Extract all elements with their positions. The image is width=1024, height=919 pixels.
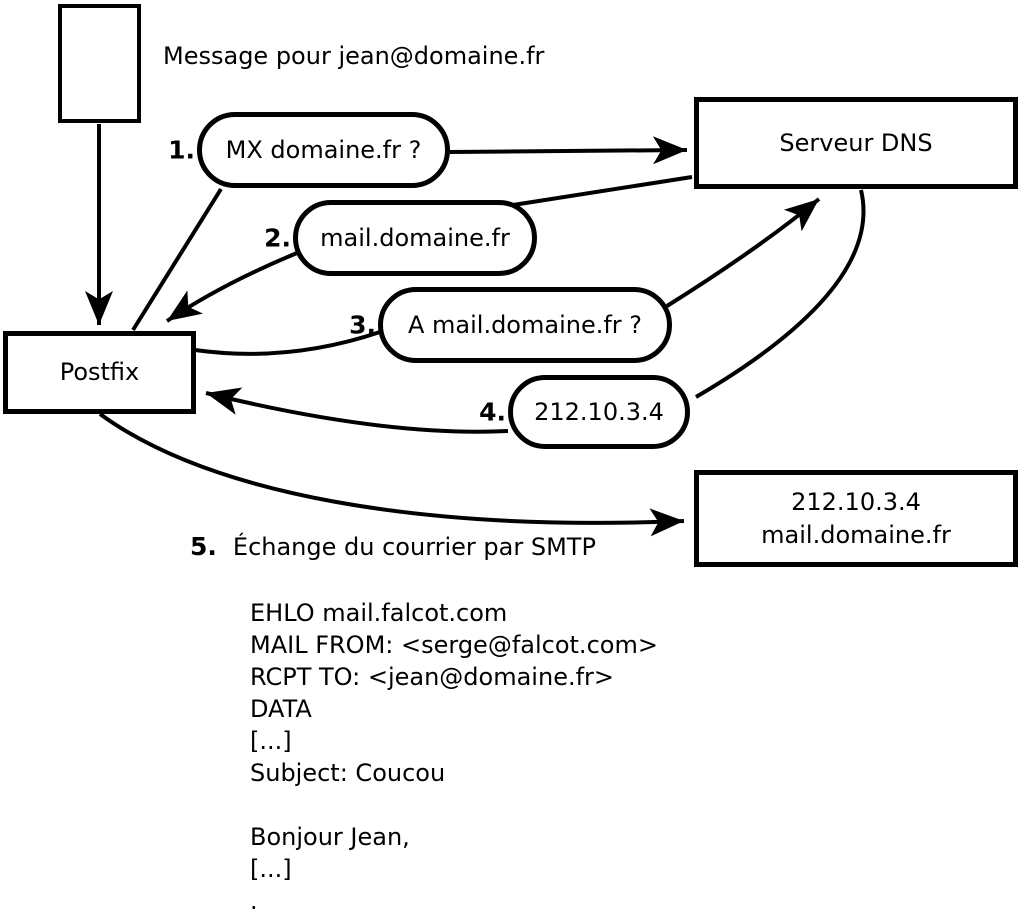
connector-reply2-to-postfix [165, 251, 298, 323]
postfix-box: Postfix [3, 331, 196, 414]
step5-number: 5. [190, 532, 217, 561]
step3-label: A mail.domaine.fr ? [407, 311, 643, 339]
connector-postfix-to-mailserver [98, 412, 685, 537]
step2-label: mail.domaine.fr [320, 224, 510, 252]
step4-label: 212.10.3.4 [534, 398, 664, 426]
step2-number: 2. [264, 223, 291, 253]
connector-query1-to-dns [449, 136, 688, 165]
mail-server-box: 212.10.3.4 mail.domaine.fr [694, 470, 1018, 567]
connector-postfix-to-query3 [194, 330, 381, 356]
step3-query-pill: 3. A mail.domaine.fr ? [349, 287, 672, 363]
mail-server-ip: 212.10.3.4 [791, 487, 921, 516]
smtp-session-transcript: EHLO mail.falcot.com MAIL FROM: <serge@f… [250, 599, 658, 915]
step4-number: 4. [479, 397, 506, 427]
mail-server-hostname: mail.domaine.fr [761, 520, 951, 549]
step1-query-pill: 1. MX domaine.fr ? [168, 112, 450, 188]
connector-postfix-to-query1 [131, 187, 223, 332]
step1-label: MX domaine.fr ? [225, 136, 422, 164]
step4-reply-pill: 4. 212.10.3.4 [479, 375, 690, 449]
step2-reply-pill: 2. mail.domaine.fr [264, 200, 537, 276]
step5-label: Échange du courrier par SMTP [232, 533, 596, 561]
connector-reply4-to-postfix [205, 387, 509, 434]
step5-caption: 5. Échange du courrier par SMTP [190, 532, 596, 561]
mail-source-box [58, 4, 141, 123]
connector-query3-to-dns [665, 197, 821, 308]
dns-server-label: Serveur DNS [779, 128, 933, 157]
postfix-label: Postfix [59, 358, 140, 386]
step1-number: 1. [168, 135, 195, 165]
message-label: Message pour jean@domaine.fr [163, 42, 545, 70]
connector-dns-to-reply4 [694, 189, 866, 399]
connector-dns-to-reply2 [512, 175, 693, 207]
step3-number: 3. [349, 310, 376, 340]
dns-server-box: Serveur DNS [694, 97, 1018, 189]
